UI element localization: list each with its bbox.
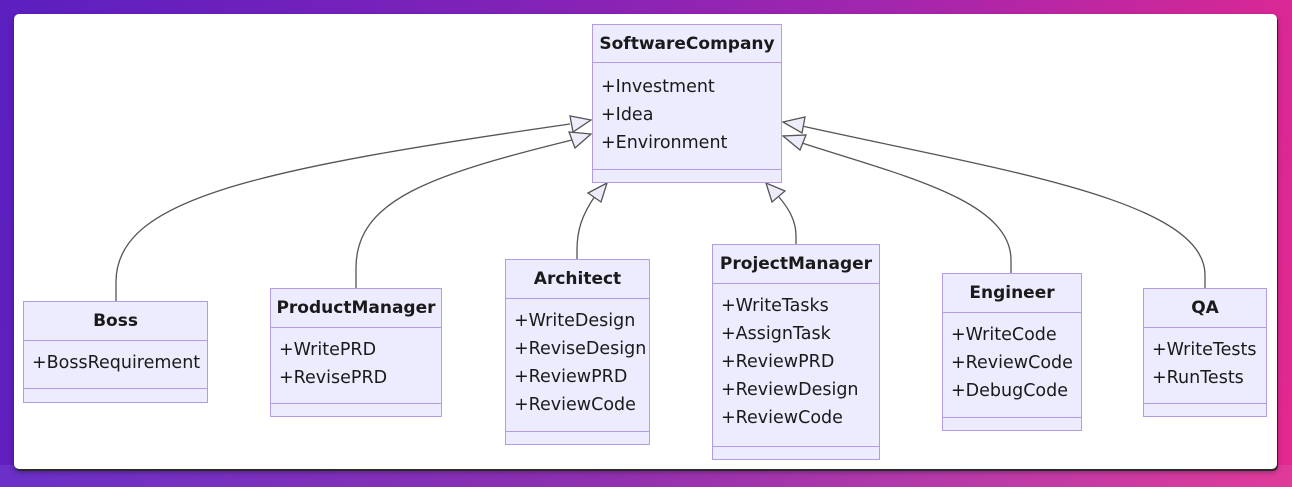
class-member: +Environment	[601, 133, 728, 153]
class-attributes: +BossRequirement	[24, 341, 207, 389]
class-member: +DebugCode	[951, 381, 1069, 401]
class-member: +RevisePRD	[279, 368, 388, 388]
class-name: Architect	[506, 260, 649, 299]
class-member: +Idea	[601, 105, 654, 125]
class-attributes: +WriteTests +RunTests	[1144, 328, 1266, 404]
class-box-productmanager[interactable]: ProductManager +WritePRD +RevisePRD	[270, 288, 442, 417]
class-box-engineer[interactable]: Engineer +WriteCode +ReviewCode +DebugCo…	[942, 273, 1082, 431]
class-member: +ReviewPRD	[514, 367, 628, 387]
class-box-qa[interactable]: QA +WriteTests +RunTests	[1143, 288, 1267, 417]
class-methods	[1144, 404, 1266, 417]
class-methods	[943, 418, 1081, 431]
class-attributes: +WriteDesign +ReviseDesign +ReviewPRD +R…	[506, 299, 649, 432]
class-methods	[271, 404, 441, 417]
class-name: ProductManager	[271, 289, 441, 328]
class-member: +WriteCode	[951, 325, 1057, 345]
class-member: +ReviseDesign	[514, 339, 647, 359]
class-methods	[506, 432, 649, 445]
class-name: ProjectManager	[713, 245, 879, 284]
class-name-text: ProjectManager	[719, 254, 873, 274]
class-member: +WritePRD	[279, 340, 377, 360]
class-member: +WriteTasks	[721, 296, 829, 316]
class-name-text: QA	[1191, 298, 1219, 318]
class-member: +ReviewPRD	[721, 352, 835, 372]
class-attributes: +WriteCode +ReviewCode +DebugCode	[943, 313, 1081, 418]
class-member: +ReviewCode	[721, 408, 843, 428]
class-name-text: SoftwareCompany	[599, 33, 775, 54]
class-name: SoftwareCompany	[593, 25, 781, 63]
class-name-text: ProductManager	[276, 298, 436, 318]
class-attributes: +WriteTasks +AssignTask +ReviewPRD +Revi…	[713, 284, 879, 447]
class-methods	[593, 170, 781, 183]
class-methods	[713, 447, 879, 460]
class-attributes: +WritePRD +RevisePRD	[271, 328, 441, 404]
class-member: +ReviewCode	[514, 395, 636, 415]
class-member: +WriteTests	[1152, 340, 1257, 360]
class-member: +ReviewCode	[951, 353, 1073, 373]
class-member: +AssignTask	[721, 324, 831, 344]
class-attributes: +Investment +Idea +Environment	[593, 63, 781, 170]
class-name-text: Boss	[93, 311, 138, 331]
class-box-boss[interactable]: Boss +BossRequirement	[23, 301, 208, 403]
class-name: Engineer	[943, 274, 1081, 313]
class-member: +ReviewDesign	[721, 380, 859, 400]
class-box-projectmanager[interactable]: ProjectManager +WriteTasks +AssignTask +…	[712, 244, 880, 460]
class-member: +Investment	[601, 77, 715, 97]
class-box-architect[interactable]: Architect +WriteDesign +ReviseDesign +Re…	[505, 259, 650, 445]
class-member: +WriteDesign	[514, 311, 636, 331]
class-member: +RunTests	[1152, 368, 1244, 388]
background-gradient-strip	[0, 465, 1292, 487]
class-name: Boss	[24, 302, 207, 341]
class-name: QA	[1144, 289, 1266, 328]
class-box-softwarecompany[interactable]: SoftwareCompany +Investment +Idea +Envir…	[592, 24, 782, 183]
class-methods	[24, 389, 207, 402]
class-name-text: Architect	[533, 269, 622, 289]
class-member: +BossRequirement	[32, 353, 201, 373]
class-name-text: Engineer	[969, 283, 1055, 303]
